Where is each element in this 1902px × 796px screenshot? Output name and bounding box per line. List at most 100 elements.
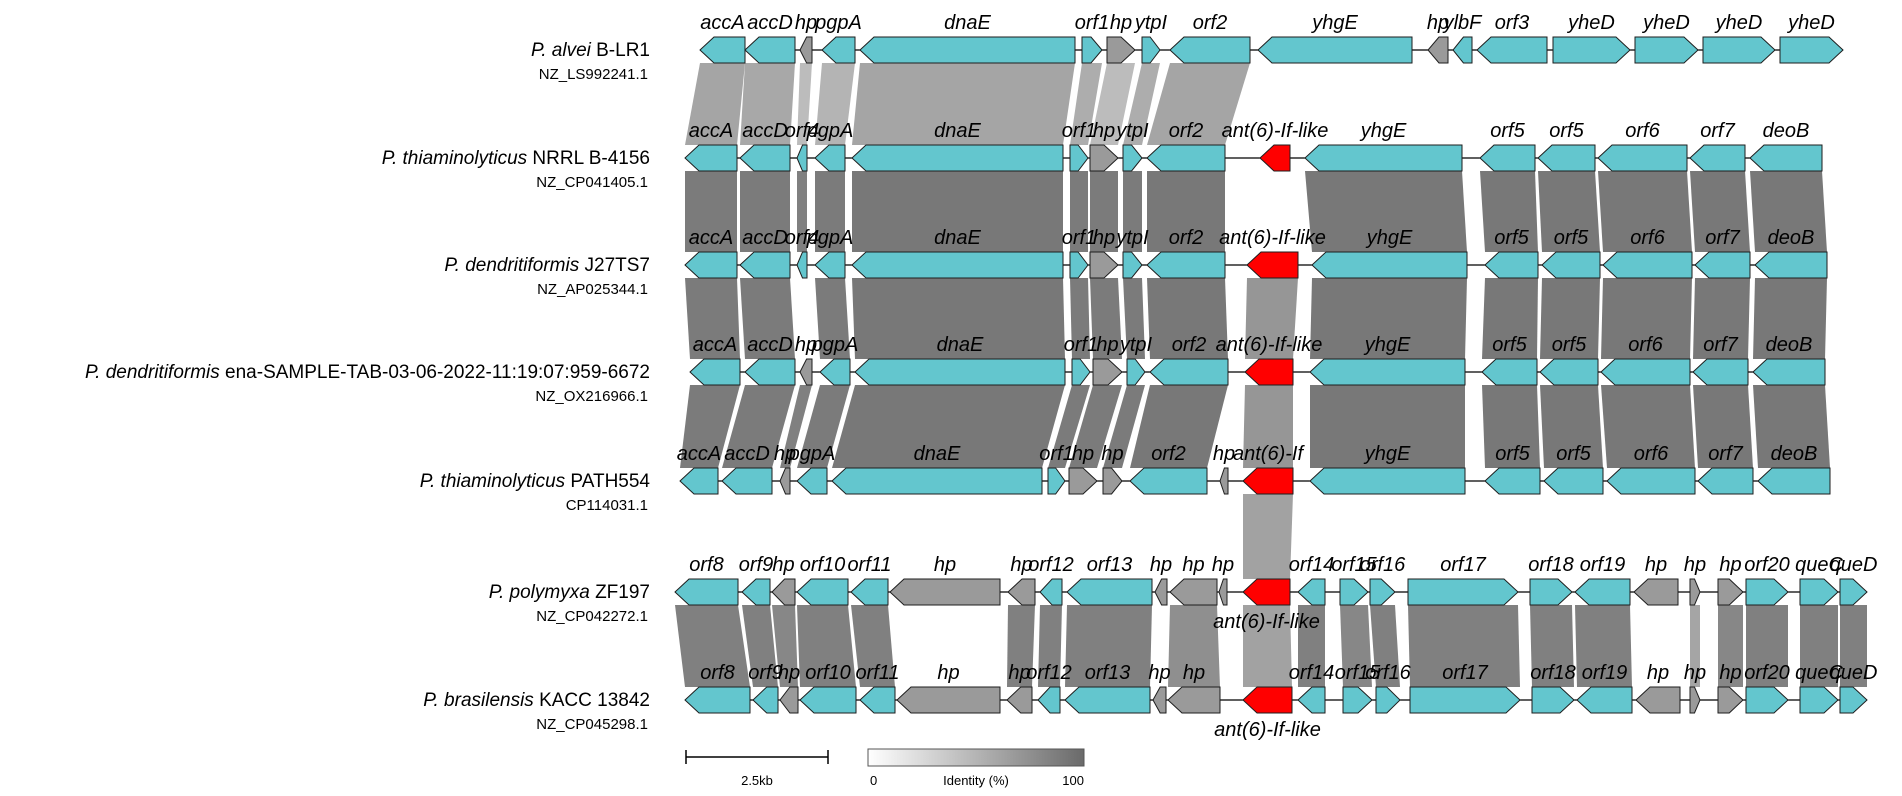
gene-orf2-arrow[interactable] <box>1146 251 1226 279</box>
gene-orf8-arrow[interactable] <box>674 578 739 606</box>
gene-yhed-arrow[interactable] <box>1702 36 1776 64</box>
gene-orf4-arrow[interactable] <box>796 251 808 279</box>
gene-hp-arrow[interactable] <box>1169 578 1218 606</box>
gene-accd-arrow[interactable] <box>739 144 791 172</box>
gene-orf20-arrow[interactable] <box>1745 578 1789 606</box>
gene-orf6-arrow[interactable] <box>1597 144 1688 172</box>
gene-orf5-arrow[interactable] <box>1479 144 1536 172</box>
gene-orf5-arrow[interactable] <box>1484 467 1541 495</box>
gene-orf15-arrow[interactable] <box>1342 686 1373 714</box>
gene-orf5-arrow[interactable] <box>1543 467 1604 495</box>
gene-deob-arrow[interactable] <box>1749 144 1823 172</box>
gene-orf1-arrow[interactable] <box>1047 467 1066 495</box>
gene-accd-arrow[interactable] <box>721 467 773 495</box>
gene-yhge-arrow[interactable] <box>1304 144 1463 172</box>
gene-hp-arrow[interactable] <box>1007 578 1036 606</box>
gene-hp-arrow[interactable] <box>1633 578 1679 606</box>
gene-hp-arrow[interactable] <box>1106 36 1136 64</box>
gene-hp-arrow[interactable] <box>1219 467 1229 495</box>
gene-pgpa-arrow[interactable] <box>814 251 846 279</box>
gene-ant-6-if-like-arrow[interactable] <box>1242 686 1293 714</box>
gene-hp-arrow[interactable] <box>1089 144 1119 172</box>
gene-hp-arrow[interactable] <box>771 578 796 606</box>
gene-yhed-arrow[interactable] <box>1779 36 1844 64</box>
gene-orf1-arrow[interactable] <box>1069 251 1089 279</box>
gene-orf13-arrow[interactable] <box>1066 578 1153 606</box>
gene-ant-6-if-like-arrow[interactable] <box>1244 358 1294 386</box>
gene-qued-arrow[interactable] <box>1839 578 1868 606</box>
gene-ytpi-arrow[interactable] <box>1122 251 1143 279</box>
gene-acca-arrow[interactable] <box>679 467 719 495</box>
gene-orf10-arrow[interactable] <box>796 578 849 606</box>
gene-orf16-arrow[interactable] <box>1375 686 1401 714</box>
gene-orf8-arrow[interactable] <box>684 686 751 714</box>
gene-orf11-arrow[interactable] <box>850 578 889 606</box>
gene-ant-6-if-like-arrow[interactable] <box>1246 251 1299 279</box>
gene-orf7-arrow[interactable] <box>1689 144 1746 172</box>
gene-orf2-arrow[interactable] <box>1169 36 1251 64</box>
gene-hp-arrow[interactable] <box>1635 686 1681 714</box>
gene-orf2-arrow[interactable] <box>1129 467 1208 495</box>
gene-orf14-arrow[interactable] <box>1297 686 1326 714</box>
gene-acca-arrow[interactable] <box>684 144 738 172</box>
gene-hp-arrow[interactable] <box>799 36 813 64</box>
gene-yhge-arrow[interactable] <box>1309 467 1466 495</box>
gene-ant-6-if-arrow[interactable] <box>1242 467 1294 495</box>
gene-ant-6-if-like-arrow[interactable] <box>1259 144 1291 172</box>
gene-orf7-arrow[interactable] <box>1692 358 1749 386</box>
gene-orf4-arrow[interactable] <box>796 144 808 172</box>
gene-quec-arrow[interactable] <box>1799 578 1839 606</box>
gene-orf17-arrow[interactable] <box>1407 578 1519 606</box>
gene-orf18-arrow[interactable] <box>1531 686 1575 714</box>
gene-acca-arrow[interactable] <box>699 36 746 64</box>
gene-orf19-arrow[interactable] <box>1574 578 1631 606</box>
gene-hp-arrow[interactable] <box>1068 467 1098 495</box>
gene-dnae-arrow[interactable] <box>854 358 1066 386</box>
gene-dnae-arrow[interactable] <box>851 251 1064 279</box>
gene-pgpa-arrow[interactable] <box>821 36 856 64</box>
gene-ylbf-arrow[interactable] <box>1452 36 1473 64</box>
gene-dnae-arrow[interactable] <box>851 144 1064 172</box>
gene-acca-arrow[interactable] <box>689 358 741 386</box>
gene-orf18-arrow[interactable] <box>1529 578 1573 606</box>
gene-orf12-arrow[interactable] <box>1037 686 1061 714</box>
gene-orf5-arrow[interactable] <box>1481 358 1538 386</box>
gene-yhge-arrow[interactable] <box>1311 251 1468 279</box>
gene-accd-arrow[interactable] <box>739 251 791 279</box>
gene-orf11-arrow[interactable] <box>859 686 896 714</box>
gene-qued-arrow[interactable] <box>1839 686 1868 714</box>
gene-hp-arrow[interactable] <box>1427 36 1449 64</box>
gene-dnae-arrow[interactable] <box>859 36 1076 64</box>
gene-deob-arrow[interactable] <box>1754 251 1828 279</box>
gene-orf2-arrow[interactable] <box>1146 144 1226 172</box>
gene-hp-arrow[interactable] <box>1092 358 1123 386</box>
gene-orf1-arrow[interactable] <box>1069 144 1089 172</box>
gene-yhed-arrow[interactable] <box>1634 36 1699 64</box>
gene-yhed-arrow[interactable] <box>1552 36 1631 64</box>
gene-orf5-arrow[interactable] <box>1537 144 1596 172</box>
gene-orf19-arrow[interactable] <box>1576 686 1633 714</box>
gene-hp-arrow[interactable] <box>1089 251 1119 279</box>
gene-orf10-arrow[interactable] <box>799 686 857 714</box>
gene-orf5-arrow[interactable] <box>1484 251 1539 279</box>
gene-hp-arrow[interactable] <box>1167 686 1221 714</box>
gene-orf6-arrow[interactable] <box>1606 467 1696 495</box>
gene-ant-6-if-like-arrow[interactable] <box>1242 578 1291 606</box>
gene-orf3-arrow[interactable] <box>1476 36 1548 64</box>
gene-hp-arrow[interactable] <box>1218 578 1228 606</box>
gene-hp-arrow[interactable] <box>1689 686 1701 714</box>
gene-orf9-arrow[interactable] <box>741 578 771 606</box>
gene-hp-arrow[interactable] <box>779 686 799 714</box>
gene-orf13-arrow[interactable] <box>1064 686 1151 714</box>
gene-orf12-arrow[interactable] <box>1039 578 1063 606</box>
gene-hp-arrow[interactable] <box>799 358 813 386</box>
gene-hp-arrow[interactable] <box>1717 686 1744 714</box>
gene-orf7-arrow[interactable] <box>1697 467 1754 495</box>
gene-orf14-arrow[interactable] <box>1297 578 1326 606</box>
gene-ytpi-arrow[interactable] <box>1141 36 1161 64</box>
gene-quec-arrow[interactable] <box>1799 686 1839 714</box>
gene-dnae-arrow[interactable] <box>831 467 1043 495</box>
gene-orf5-arrow[interactable] <box>1539 358 1599 386</box>
gene-orf2-arrow[interactable] <box>1149 358 1229 386</box>
gene-hp-arrow[interactable] <box>1154 578 1168 606</box>
